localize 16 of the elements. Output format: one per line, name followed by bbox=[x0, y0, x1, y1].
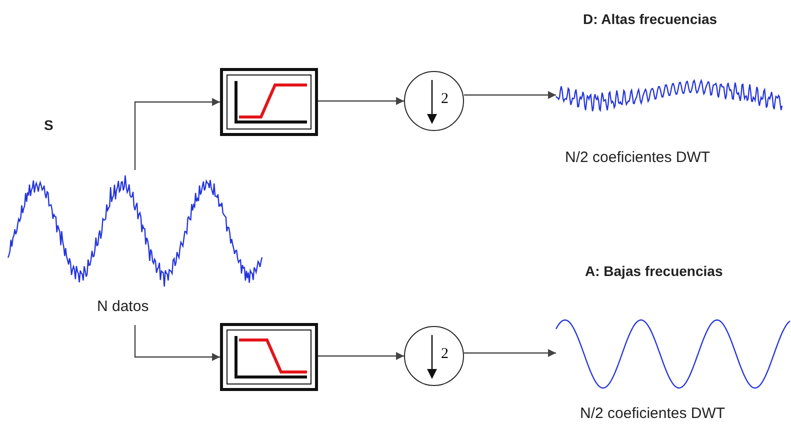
downsampling-factor: 2 bbox=[441, 91, 448, 108]
downsampling-factor: 2 bbox=[441, 346, 448, 363]
filter-box bbox=[220, 323, 318, 391]
filter-box bbox=[220, 68, 318, 136]
arrow bbox=[318, 352, 404, 360]
arrow bbox=[318, 97, 404, 105]
signal-title: D: Altas frecuencias bbox=[583, 11, 718, 27]
arrow bbox=[464, 349, 556, 357]
signal-title: A: Bajas frecuencias bbox=[585, 263, 723, 279]
signal-caption: N/2 coeficientes DWT bbox=[580, 405, 726, 422]
arrow bbox=[134, 325, 220, 361]
signal-title: S bbox=[44, 117, 54, 133]
signal-caption: N datos bbox=[97, 298, 149, 315]
arrow bbox=[134, 98, 220, 170]
arrow bbox=[464, 91, 556, 99]
signal-caption: N/2 coeficientes DWT bbox=[565, 149, 710, 166]
